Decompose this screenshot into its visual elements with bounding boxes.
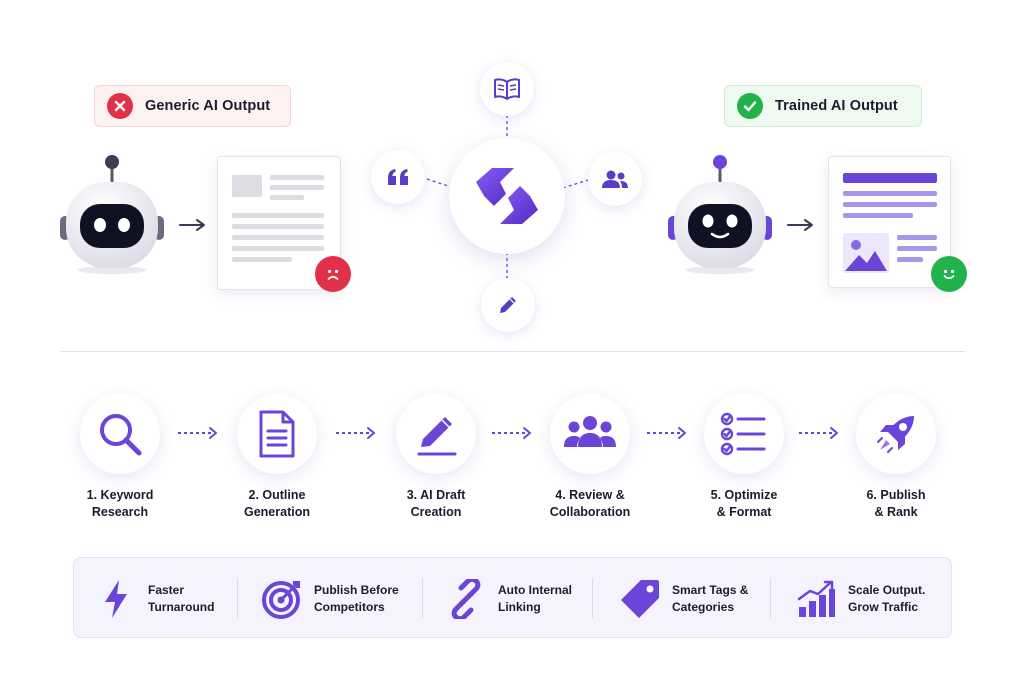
step-optimize-format xyxy=(704,394,784,474)
open-book-icon xyxy=(480,62,534,116)
dotted-arrow-icon xyxy=(492,427,531,439)
step-label: 4. Review &Collaboration xyxy=(549,488,631,519)
team-icon xyxy=(564,416,616,447)
pencil-edit-icon xyxy=(481,278,535,332)
step-label: 6. Publish& Rank xyxy=(866,488,926,519)
dotted-arrow-icon xyxy=(647,427,686,439)
trained-ai-output-label: Trained AI Output xyxy=(775,98,898,114)
trained-output-document xyxy=(828,156,951,288)
step-label: 5. Optimize& Format xyxy=(710,488,778,519)
link-icon xyxy=(444,577,488,621)
x-circle-icon xyxy=(107,93,133,119)
document-icon xyxy=(259,410,295,458)
users-icon xyxy=(588,152,642,206)
step-review-collaboration xyxy=(550,394,630,474)
benefit-smart-tags-categories: Smart Tags &Categories xyxy=(618,558,748,639)
sad-face-icon xyxy=(315,256,351,292)
step-outline-generation xyxy=(237,394,317,474)
search-icon xyxy=(100,414,142,456)
brand-logo-icon xyxy=(476,168,538,224)
pencil-icon xyxy=(417,417,457,456)
section-divider xyxy=(60,351,965,352)
benefit-separator xyxy=(422,578,423,618)
step-keyword-research xyxy=(80,394,160,474)
brand-logo-hub xyxy=(449,138,565,254)
benefit-separator xyxy=(770,578,771,618)
arrow-right-icon xyxy=(179,219,205,231)
dotted-arrow-icon xyxy=(799,427,838,439)
checklist-icon xyxy=(720,412,766,456)
dotted-arrow-icon xyxy=(336,427,375,439)
benefit-scale-output: Scale Output.Grow Traffic xyxy=(794,558,925,639)
lightning-icon xyxy=(94,577,138,621)
hub-connectors xyxy=(426,115,589,278)
trained-ai-output-badge: Trained AI Output xyxy=(724,85,922,127)
check-circle-icon xyxy=(737,93,763,119)
dotted-arrow-icon xyxy=(178,427,217,439)
growth-chart-icon xyxy=(794,577,838,621)
generic-robot-icon xyxy=(60,155,164,274)
generic-ai-output-label: Generic AI Output xyxy=(145,98,271,114)
step-publish-rank xyxy=(856,394,936,474)
trained-robot-icon xyxy=(668,155,772,274)
benefit-separator xyxy=(237,578,238,618)
step-ai-draft-creation xyxy=(396,394,476,474)
rocket-icon xyxy=(877,416,914,453)
tag-icon xyxy=(618,577,662,621)
happy-face-icon xyxy=(931,256,967,292)
generic-output-document xyxy=(217,156,341,290)
image-placeholder-icon xyxy=(843,233,889,273)
target-icon xyxy=(260,577,304,621)
generic-ai-output-badge: Generic AI Output xyxy=(94,85,291,127)
benefit-separator xyxy=(592,578,593,618)
arrow-right-icon xyxy=(787,219,813,231)
quote-icon xyxy=(371,150,425,204)
